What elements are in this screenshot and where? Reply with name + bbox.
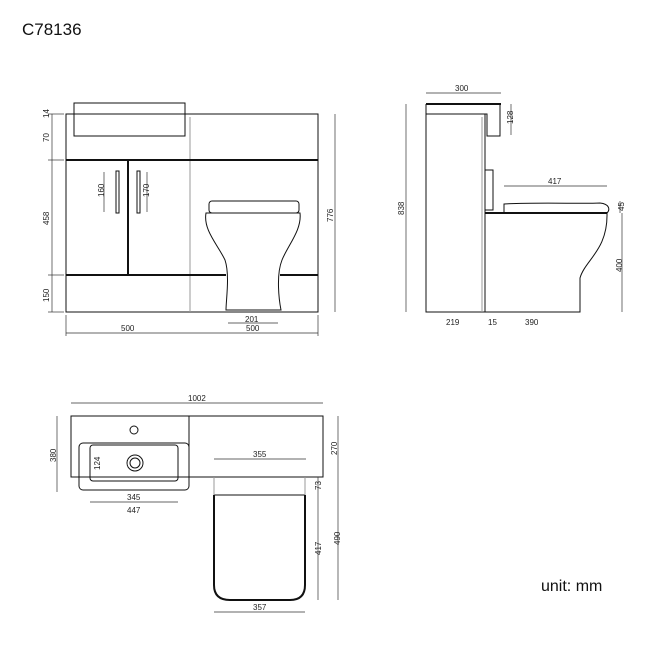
dim-160: 160: [97, 183, 106, 197]
dim-270: 270: [330, 441, 339, 455]
tap-hole: [129, 425, 139, 435]
waste-outer: [126, 454, 144, 472]
dim-124: 124: [93, 456, 102, 470]
dim-70: 70: [42, 133, 51, 142]
dim-201: 201: [245, 315, 259, 324]
dim-345: 345: [127, 493, 141, 502]
dim-357: 357: [253, 603, 267, 612]
dim-45: 45: [617, 202, 626, 211]
dim-417-side: 417: [548, 177, 562, 186]
handle-right: [136, 170, 141, 214]
dim-1002: 1002: [188, 394, 206, 403]
dim-447: 447: [127, 506, 141, 515]
toilet-lid-side: [503, 202, 610, 214]
dim-15: 15: [488, 318, 497, 327]
dim-458: 458: [42, 211, 51, 225]
dim-417-plan: 417: [314, 541, 323, 555]
dim-838: 838: [397, 201, 406, 215]
counter-top: [70, 415, 324, 478]
dim-500-left: 500: [121, 324, 135, 333]
basin-front: [73, 102, 186, 137]
basin-profile: [426, 104, 501, 137]
dim-500-right: 500: [246, 324, 260, 333]
cabinet-outline: [65, 113, 319, 313]
waste-inner: [129, 457, 141, 469]
dim-300: 300: [455, 84, 469, 93]
dim-400: 400: [615, 258, 624, 272]
basin-bowl: [89, 444, 179, 482]
side-outline: [425, 104, 608, 313]
product-code: C78136: [22, 20, 82, 39]
dim-128: 128: [506, 110, 515, 124]
toilet-lid-front: [208, 200, 300, 214]
toilet-pan-front: [205, 212, 301, 311]
dim-150: 150: [42, 288, 51, 302]
dim-73: 73: [314, 481, 323, 490]
handle-left: [115, 170, 120, 214]
dim-170: 170: [142, 183, 151, 197]
front-view: 14 70 458 150 160 170 776 201 500 500: [42, 102, 336, 336]
plan-view: 1002 380 270 355 124 345 447 73 417 490 …: [49, 394, 342, 613]
toilet-seat-plan: [213, 495, 306, 601]
unit-label: unit: mm: [541, 578, 603, 595]
dim-390: 390: [525, 318, 539, 327]
dim-355: 355: [253, 450, 267, 459]
dim-490: 490: [333, 531, 342, 545]
dim-14: 14: [42, 109, 51, 118]
dim-380: 380: [49, 448, 58, 462]
basin-outer: [78, 442, 190, 491]
side-view: 300 128 838 417 45 400 219 15 390: [397, 84, 626, 327]
cistern-button: [484, 169, 494, 211]
dim-219: 219: [446, 318, 460, 327]
dim-776: 776: [326, 208, 335, 222]
